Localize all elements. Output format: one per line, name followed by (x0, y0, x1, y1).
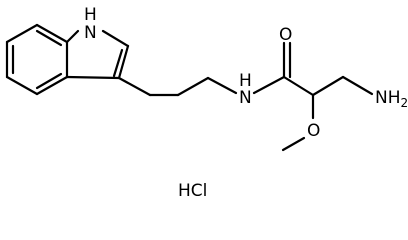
amide-n-label: N (239, 88, 252, 108)
side-chain (117, 41, 374, 152)
amine-label: NH2 (375, 88, 408, 110)
indole-n-label: N (84, 23, 97, 43)
amide-nh-label: H (239, 71, 252, 91)
ether-o-label: O (307, 121, 320, 141)
amine-nh-text: NH (375, 88, 401, 108)
benzene-ring (5, 23, 69, 96)
carbonyl-o-label: O (279, 25, 292, 45)
amine-subscript: 2 (401, 96, 408, 110)
indole-nh-label: H (84, 5, 97, 25)
pyrrole-ring (65, 29, 130, 80)
structure-diagram: H N H N O O NH2 HCl (5, 5, 408, 201)
hcl-label: HCl (178, 181, 207, 201)
